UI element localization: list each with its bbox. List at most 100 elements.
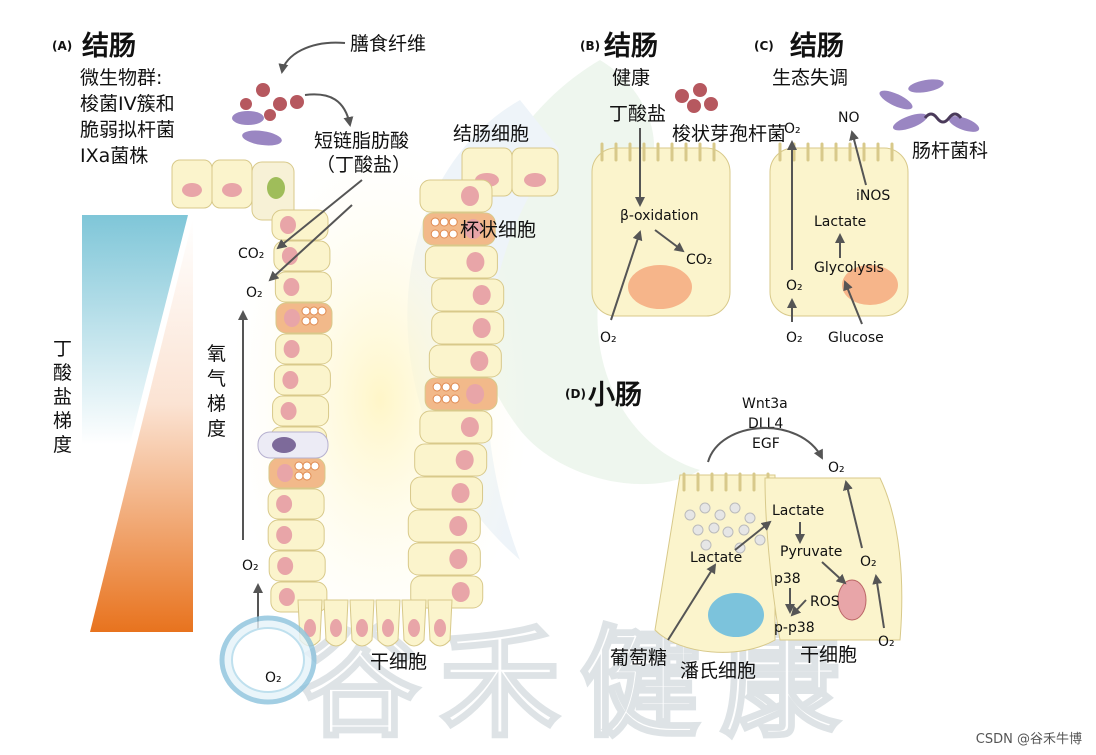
signal-bracket-arrow [707, 427, 823, 463]
panel-a: (A) 结肠 微生物群: 梭菌IV簇和 脆弱拟杆菌 IXa菌株 丁 酸 盐 梯 … [52, 31, 559, 705]
cell-nucleus [280, 216, 296, 234]
cell-nucleus [472, 285, 491, 305]
cell-nucleus [382, 619, 394, 637]
signal-egf: EGF [752, 436, 780, 452]
microbiota-line-2: 梭菌IV簇和 [80, 93, 175, 115]
scfa-label-line-1: 短链脂肪酸 [314, 130, 409, 152]
cell-nucleus [472, 318, 491, 338]
cell-nucleus [278, 588, 295, 606]
cell-nucleus [276, 495, 293, 513]
cell-nucleus [464, 219, 483, 239]
panel-c-title: 结肠 [790, 31, 844, 62]
crypt-cell [424, 245, 498, 279]
mucin-granule [439, 229, 449, 239]
glucose-label-d: 葡萄糖 [610, 647, 667, 669]
mucin-granule [309, 306, 319, 316]
oxygen-gradient-char-1: 氧 [207, 343, 226, 365]
o2-label-c-bottom: O₂ [786, 330, 803, 346]
ros-label: ROS [810, 594, 840, 610]
pp38-label: p-p38 [774, 620, 815, 636]
cell-nucleus [280, 402, 297, 420]
cell-nucleus [460, 417, 479, 437]
paneth-granule [684, 509, 696, 521]
crypt-base [297, 599, 453, 647]
clostridia-label: 梭状芽孢杆菌 [672, 123, 786, 145]
crypt-cell [407, 509, 481, 543]
colonocyte-label: 结肠细胞 [453, 123, 529, 145]
dietary-fiber-label: 膳食纤维 [350, 33, 426, 55]
paneth-granule [744, 512, 756, 524]
cell-nucleus [434, 619, 446, 637]
cell-nucleus [330, 619, 342, 637]
cell-nucleus [281, 247, 298, 265]
fiber-arrow [278, 41, 346, 74]
glucose-to-glycolysis-arrow [843, 280, 863, 325]
panel-b: (B) 结肠 健康 丁酸盐 梭状芽孢杆菌 β-oxidation CO₂ O₂ [580, 31, 786, 346]
cell-nucleus [277, 557, 294, 575]
scfa-arrow [304, 93, 354, 127]
mucin-granule [302, 461, 312, 471]
crypt-cell [419, 410, 493, 444]
co2-label-a: CO₂ [238, 246, 264, 262]
mucin-granule [302, 471, 312, 481]
o2-up-arrow-d [843, 480, 863, 549]
cell-nucleus [466, 252, 485, 272]
cell-nucleus [356, 619, 368, 637]
o2-label-a-vessel: O₂ [265, 670, 282, 686]
lactate-label-c: Lactate [814, 214, 866, 230]
scfa-to-o2-arrow [268, 204, 353, 282]
p38-label: p38 [774, 571, 801, 587]
mucin-granule [448, 217, 458, 227]
cell-nucleus [466, 384, 485, 404]
o2-in-arrow-b [610, 230, 643, 321]
cell-nucleus [451, 582, 470, 602]
oxygen-gradient-wedge [90, 218, 193, 632]
mucin-granule [432, 394, 442, 404]
panel-c: (C) 结肠 生态失调 肠杆菌科 NO O₂ iNOS Lactate Glyc… [754, 31, 988, 346]
cell-nucleus [455, 450, 474, 470]
lactate-transfer-arrow [734, 520, 772, 551]
lactate-stem-label: Lactate [772, 503, 824, 519]
oxygen-gradient-char-2: 气 [207, 368, 226, 390]
paneth-granule [722, 526, 734, 538]
cell-nucleus [276, 464, 293, 482]
panel-b-colonocyte [591, 142, 731, 317]
cell-nucleus [283, 340, 300, 358]
cell-nucleus [282, 371, 299, 389]
glucose-label-c: Glucose [828, 330, 884, 346]
pyruvate-label: Pyruvate [780, 544, 842, 560]
glucose-arrow-d [667, 563, 717, 641]
panel-a-title: 结肠 [82, 31, 136, 62]
surface-epithelium [171, 147, 559, 221]
paneth-granule [734, 542, 746, 554]
butyrate-label-b: 丁酸盐 [609, 103, 666, 125]
o2-label-b: O₂ [600, 330, 617, 346]
intraepithelial-nucleus [272, 437, 296, 453]
enterobacteria [879, 79, 980, 132]
butyrate-gradient-char-1: 丁 [53, 338, 72, 360]
panel-b-tag: (B) [580, 39, 600, 53]
o2-bottom-label-d: O₂ [878, 634, 895, 650]
cell-nucleus [408, 619, 420, 637]
cell-nucleus [461, 186, 479, 206]
goblet-cell-label: 杯状细胞 [460, 219, 536, 241]
crypt-cell [407, 542, 481, 576]
o2-label-d-top: O₂ [828, 460, 845, 476]
cell-nucleus [449, 549, 468, 569]
paneth-granule [729, 502, 741, 514]
cell-nucleus [451, 483, 470, 503]
crypt-cell [431, 311, 505, 345]
mucin-granule [450, 382, 460, 392]
mucin-granule [432, 382, 442, 392]
butyrate-gradient-char-2: 酸 [53, 362, 72, 384]
cell-nucleus [276, 526, 293, 544]
panel-b-bacteria [675, 83, 718, 113]
cell-nucleus [449, 516, 468, 536]
microbiota-line-4: IXa菌株 [80, 145, 148, 167]
crypt-cell [419, 179, 493, 213]
pyruvate-to-mito-arrow [821, 561, 847, 585]
beta-oxidation-label: β-oxidation [620, 208, 699, 224]
no-label: NO [838, 110, 860, 126]
o2-label-a-top: O₂ [246, 285, 263, 301]
panel-d-title: 小肠 [588, 380, 642, 411]
